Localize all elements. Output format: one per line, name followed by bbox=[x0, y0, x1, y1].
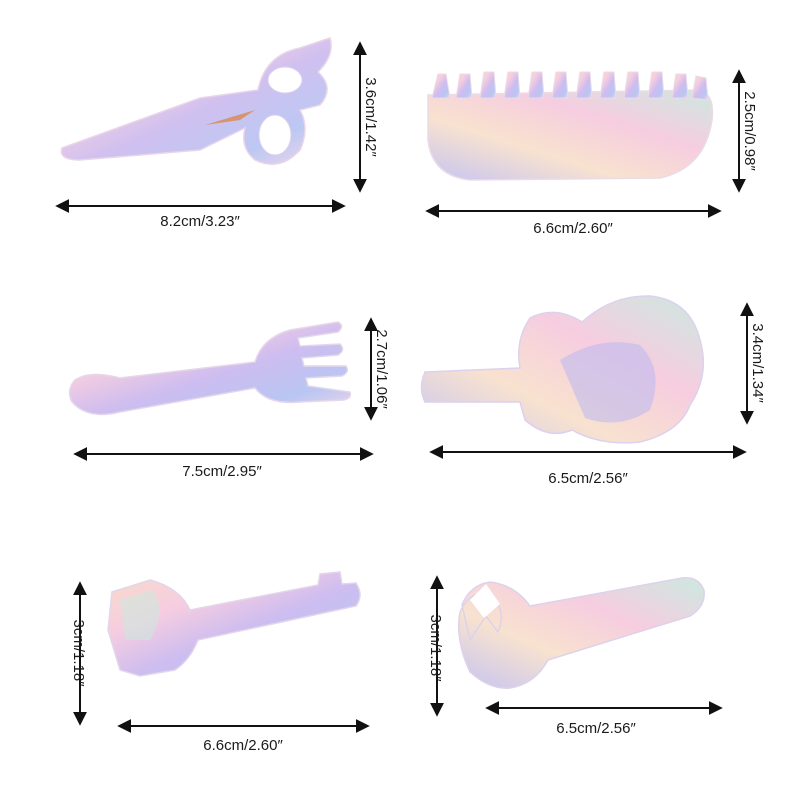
guitar-width-label: 6.5cm/2.56″ bbox=[548, 470, 628, 487]
wrench-width-label: 6.5cm/2.56″ bbox=[556, 720, 636, 737]
fork-width-label: 7.5cm/2.95″ bbox=[182, 463, 262, 480]
guitar-hair-clip bbox=[420, 295, 705, 444]
key-height-label: 3cm/1.18″ bbox=[70, 619, 87, 687]
key-width-label: 6.6cm/2.60″ bbox=[203, 737, 283, 754]
scissors-height-label: 3.6cm/1.42″ bbox=[362, 77, 379, 157]
key-hair-clip bbox=[107, 571, 361, 677]
comb-width-label: 6.6cm/2.60″ bbox=[533, 220, 613, 237]
comb-hair-clip bbox=[427, 71, 714, 181]
wrench-height-label: 3cm/1.18″ bbox=[427, 614, 444, 682]
guitar-height-label: 3.4cm/1.34″ bbox=[749, 323, 766, 403]
fork-height-label: 2.7cm/1.06″ bbox=[373, 329, 390, 409]
wrench-hair-clip bbox=[458, 577, 705, 689]
scissors-hair-clip bbox=[60, 37, 332, 165]
comb-height-label: 2.5cm/0.98″ bbox=[741, 91, 758, 171]
scissors-width-label: 8.2cm/3.23″ bbox=[160, 213, 240, 230]
fork-hair-clip bbox=[68, 321, 352, 416]
